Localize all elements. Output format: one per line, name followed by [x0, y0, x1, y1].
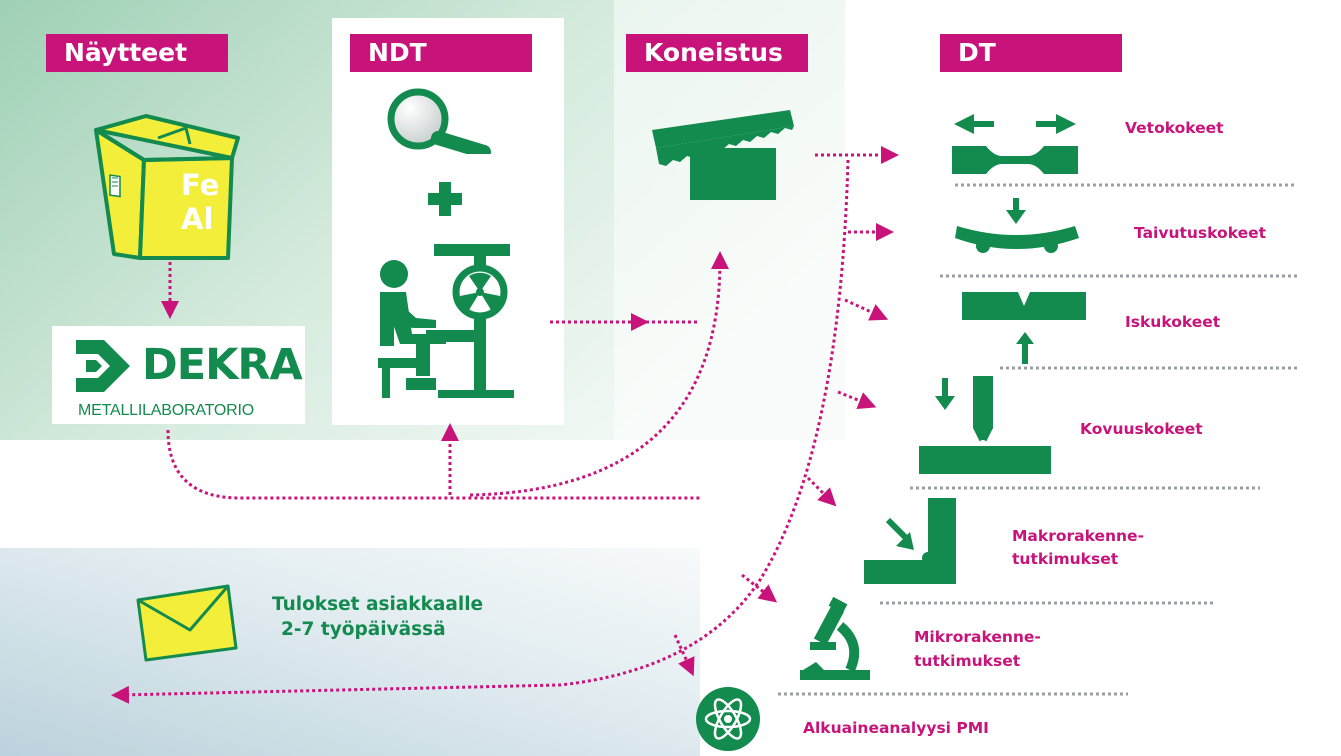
- envelope-icon: [136, 584, 238, 662]
- macro-structure-icon: [864, 498, 956, 584]
- arrow-to-hardness: [837, 390, 877, 410]
- arrow-to-machining: [469, 251, 729, 497]
- tensile-test-icon: [952, 114, 1078, 174]
- hardness-test-icon: [919, 376, 1051, 474]
- sample-cube-icon: [94, 114, 240, 260]
- label-micro-line2: tutkimukset: [914, 652, 1021, 670]
- header-dt: DT: [940, 34, 1122, 72]
- label-hardness: Kovuuskokeet: [1080, 420, 1203, 438]
- arrow-to-results: [111, 159, 850, 704]
- header-ndt: NDT: [350, 34, 532, 72]
- arrow-to-pmi: [673, 634, 695, 677]
- saw-machining-icon: [652, 110, 794, 200]
- magnifier-icon: [387, 88, 491, 154]
- plus-icon: [428, 182, 462, 216]
- bending-test-icon: [955, 198, 1079, 253]
- label-macro-line2: tutkimukset: [1012, 550, 1119, 568]
- arrow-lab-bottom-path: [166, 429, 700, 500]
- header-samples: Näytteet: [46, 34, 228, 72]
- dt-separators: [778, 183, 1300, 696]
- label-bending: Taivutuskokeet: [1134, 224, 1267, 242]
- label-pmi: Alkuaineanalyysi PMI: [803, 719, 989, 737]
- dekra-wordmark: DEKRA: [142, 340, 303, 390]
- ndt-panel: [332, 18, 564, 425]
- cube-text-fe: Fe: [181, 168, 220, 202]
- dekra-subtitle: METALLILABORATORIO: [78, 402, 255, 419]
- header-machining: Koneistus: [626, 34, 808, 72]
- impact-test-icon: [962, 292, 1086, 364]
- radiography-operator-icon: [378, 244, 514, 398]
- label-micro-line1: Mikrorakenne-: [914, 628, 1041, 646]
- cube-text-al: Al: [181, 202, 214, 236]
- results-line2: 2-7 työpäivässä: [281, 619, 446, 640]
- label-tensile: Vetokokeet: [1125, 119, 1224, 137]
- results-line1: Tulokset asiakkaalle: [272, 594, 484, 615]
- arrow-to-impact: [844, 298, 889, 321]
- label-impact: Iskukokeet: [1125, 313, 1221, 331]
- microscope-icon: [800, 596, 870, 680]
- dekra-logo-icon: [76, 340, 130, 392]
- atom-icon: [696, 687, 760, 751]
- arrow-to-macro: [806, 476, 837, 507]
- label-macro-line1: Makrorakenne-: [1012, 527, 1145, 545]
